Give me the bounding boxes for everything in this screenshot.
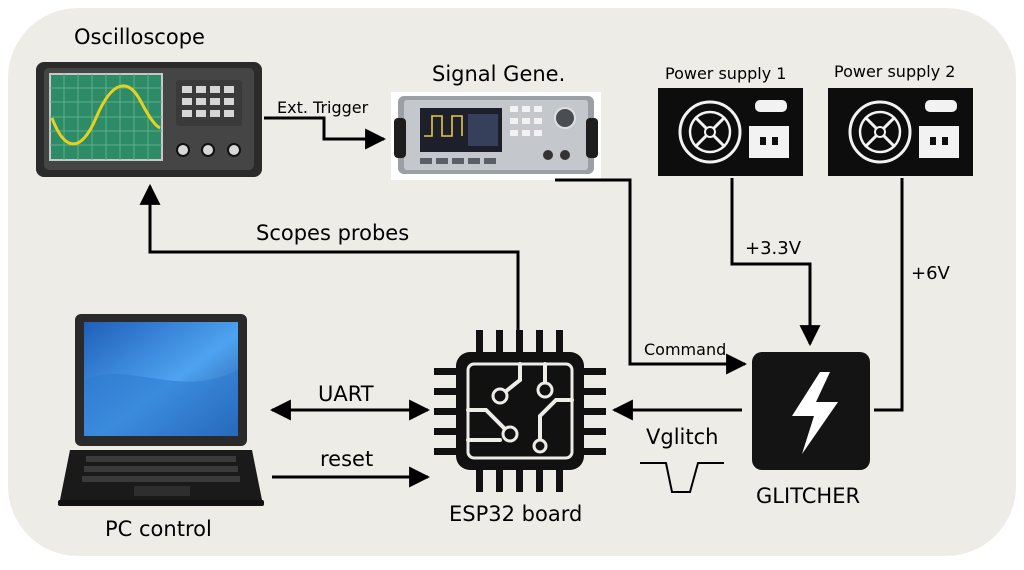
- esp32-chip-icon: [434, 330, 606, 492]
- command-line: [555, 178, 748, 375]
- glitcher-label: GLITCHER: [756, 484, 861, 508]
- signal-generator-icon: [391, 92, 601, 180]
- power-supply-2-icon: [828, 88, 973, 176]
- power-supply-2-label: Power supply 2: [834, 62, 956, 81]
- vglitch-waveform: [640, 462, 724, 493]
- glitcher-icon: [752, 352, 870, 470]
- laptop-icon: [58, 314, 264, 506]
- scope-probes-line: [139, 183, 520, 330]
- uart-label: UART: [318, 382, 374, 406]
- esp32-label: ESP32 board: [449, 502, 583, 526]
- scope-probes-label: Scopes probes: [256, 221, 410, 245]
- vglitch-label: Vglitch: [646, 425, 719, 449]
- command-label: Command: [644, 340, 727, 359]
- ext-trigger-label: Ext. Trigger: [277, 98, 369, 117]
- v6-label: +6V: [911, 263, 950, 284]
- power-33v-line: [730, 178, 821, 347]
- pc-label: PC control: [105, 517, 212, 541]
- oscilloscope-icon: [36, 62, 262, 177]
- power-6v-line: [874, 178, 904, 412]
- power-supply-1-label: Power supply 1: [665, 64, 787, 83]
- ext-trigger-line: [264, 116, 387, 150]
- oscilloscope-label: Oscilloscope: [74, 25, 205, 49]
- connections: [139, 116, 904, 488]
- power-supply-1-icon: [658, 88, 803, 176]
- v33-label: +3.3V: [745, 238, 802, 259]
- reset-label: reset: [320, 447, 374, 471]
- signal-generator-label: Signal Gene.: [432, 62, 566, 86]
